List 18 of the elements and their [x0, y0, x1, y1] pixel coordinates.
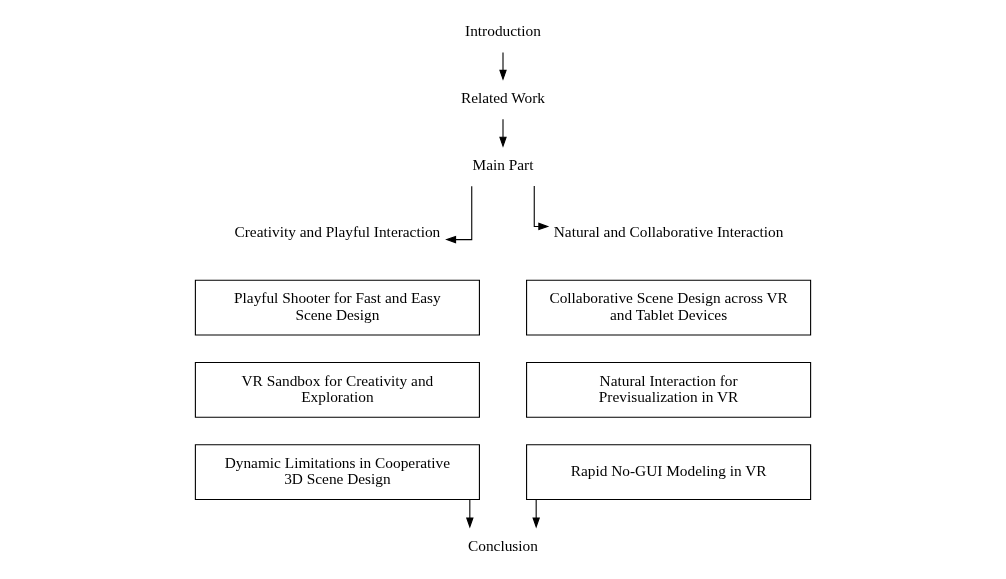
node-box: Playful Shooter for Fast and Easy Scene Design — [194, 279, 480, 336]
node-box: Dynamic Limitations in Cooperative 3D Scene Design — [194, 444, 480, 501]
node-text: Natural and Collaborative Interaction — [553, 223, 784, 241]
node-box: Natural Interaction for Previsualization in VR — [526, 361, 812, 418]
node-box: Rapid No-GUI Modeling in VR — [526, 444, 812, 501]
node-text: Conclusion — [468, 536, 538, 554]
arrow — [533, 185, 550, 231]
node-box: VR Sandbox for Creativity and Exploration — [194, 361, 480, 418]
arrow — [445, 185, 473, 244]
node-text: Related Work — [460, 89, 546, 107]
arrow — [499, 118, 507, 148]
node-text: Main Part — [472, 156, 534, 174]
node-text: Creativity and Playful Interaction — [234, 223, 441, 241]
arrow — [466, 499, 474, 529]
node-text: Introduction — [465, 22, 541, 40]
arrow — [532, 499, 540, 529]
node-box: Collaborative Scene Design across VR and Tablet Devices — [526, 279, 812, 336]
arrow — [499, 51, 507, 81]
